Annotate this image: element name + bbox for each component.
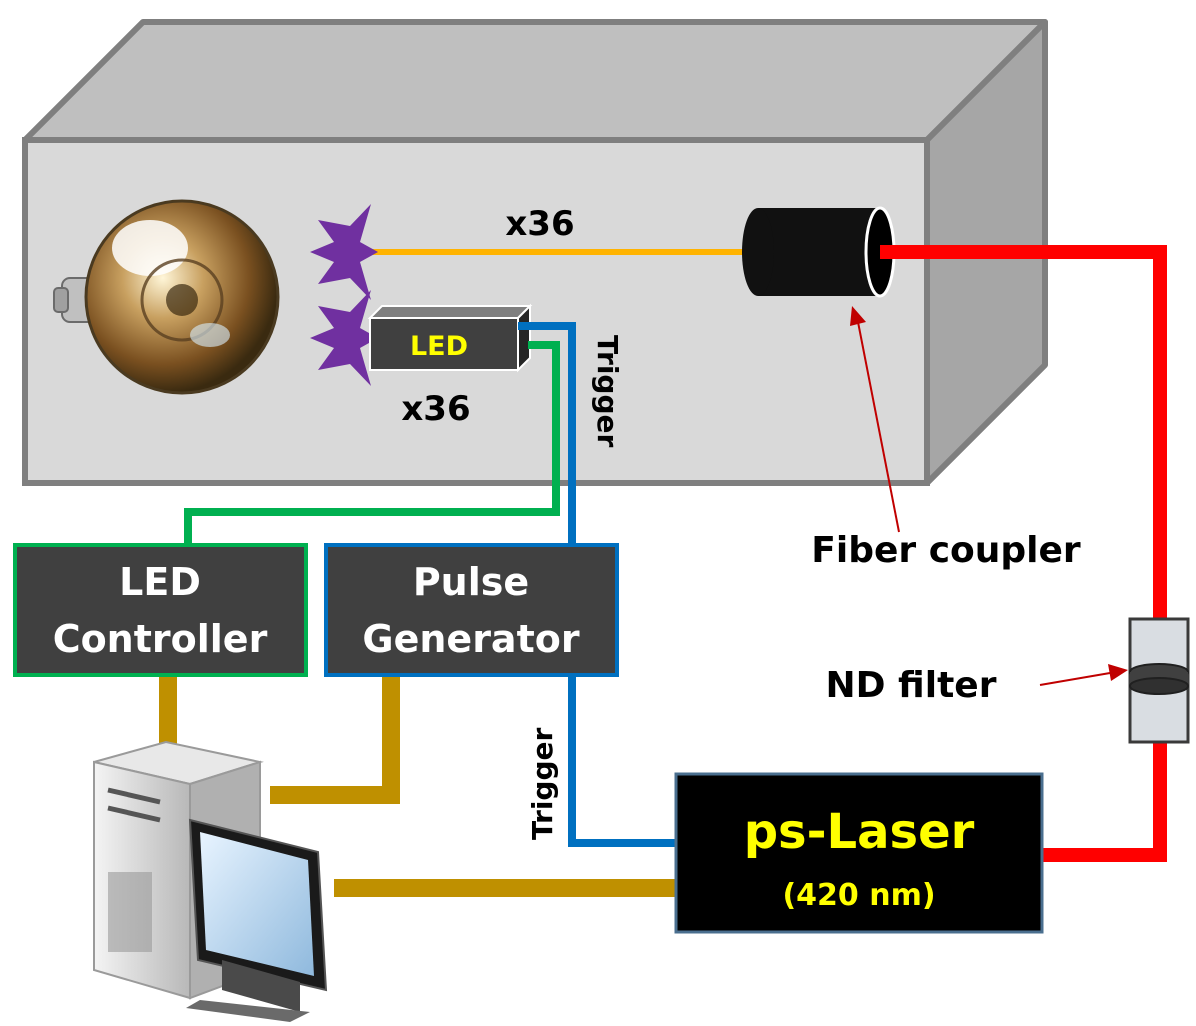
desktop-computer-icon bbox=[93, 740, 328, 1022]
nd-filter-pointer bbox=[1039, 664, 1128, 686]
pulse-generator-box: Pulse Generator bbox=[324, 543, 619, 677]
laser-fiber-cable bbox=[880, 245, 1167, 622]
pulse-generator-label-line2: Generator bbox=[362, 617, 579, 661]
ps-laser-box: ps-Laser (420 nm) bbox=[674, 772, 1044, 934]
led-count-label: x36 bbox=[401, 389, 470, 429]
laser-title: ps-Laser bbox=[744, 804, 975, 860]
led-controller-label-line2: Controller bbox=[53, 617, 268, 661]
trigger-cable-laser bbox=[568, 673, 676, 847]
led-controller-box: LED Controller bbox=[13, 543, 308, 677]
trigger-label-bottom: Trigger bbox=[526, 727, 559, 840]
fiber-coupler-pointer bbox=[850, 306, 900, 533]
light-flash-icon bbox=[310, 290, 378, 386]
led-controller-label-line1: LED bbox=[119, 560, 201, 604]
fiber-count-label: x36 bbox=[505, 204, 574, 244]
trigger-label-top: Trigger bbox=[591, 335, 624, 448]
led-control-cable bbox=[184, 341, 560, 548]
light-flash-icon bbox=[310, 204, 378, 300]
nd-filter-label: ND filter bbox=[826, 665, 997, 706]
pmt-bulb-icon bbox=[53, 199, 280, 395]
dark-box-top bbox=[22, 19, 1048, 143]
nd-filter bbox=[1128, 617, 1190, 744]
led-module-label: LED bbox=[410, 331, 468, 362]
laser-wavelength: (420 nm) bbox=[782, 878, 935, 913]
pulse-generator-label-line1: Pulse bbox=[413, 560, 529, 604]
led-module: LED bbox=[367, 303, 533, 373]
fiber-coupler bbox=[742, 206, 896, 298]
data-cable-pulse-generator bbox=[270, 676, 400, 804]
fiber-coupler-label: Fiber coupler bbox=[811, 530, 1081, 571]
trigger-cable-led bbox=[518, 322, 576, 546]
laser-fiber-cable bbox=[1042, 740, 1167, 862]
